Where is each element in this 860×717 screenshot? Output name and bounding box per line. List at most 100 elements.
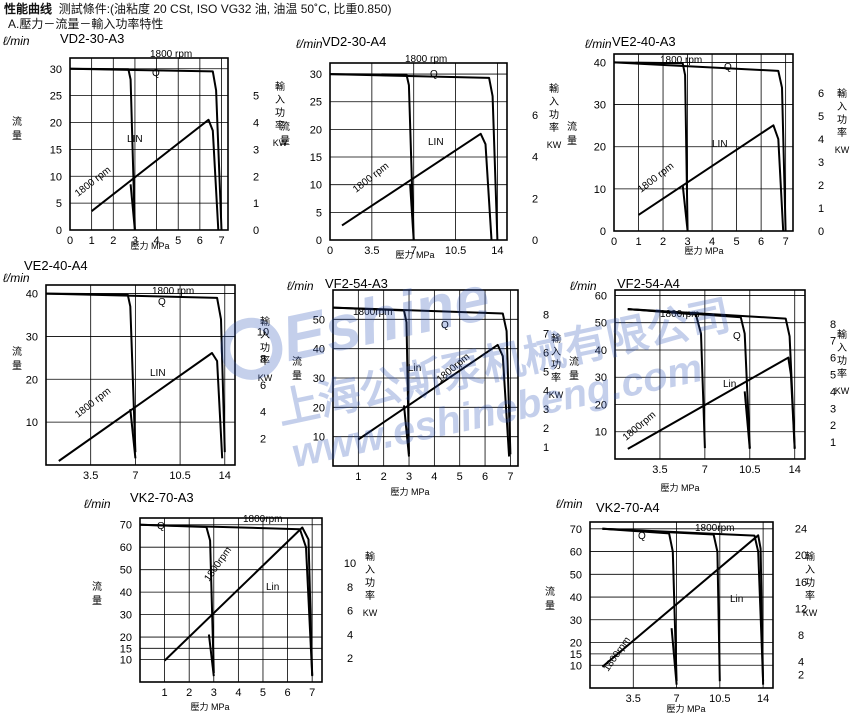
- chart-annotation: Q: [638, 531, 646, 542]
- x-tick-label: 7: [309, 687, 315, 699]
- y-tick-label: 30: [594, 100, 606, 112]
- chart-title: VE2-40-A3: [612, 34, 676, 49]
- power-tick-label: 4: [260, 407, 266, 419]
- x-tick-label: 5: [260, 687, 266, 699]
- power-tick-label: 1: [253, 198, 259, 210]
- plot-frame: [329, 62, 508, 241]
- series-curve: [670, 628, 678, 685]
- chart-annotation: 1800rpm: [353, 307, 392, 318]
- power-tick-label: 12: [795, 603, 807, 615]
- power-axis-name: 入: [837, 343, 847, 354]
- x-tick-label: 2: [110, 235, 116, 247]
- chart-annotation: 1800rpm: [202, 545, 234, 584]
- series-curve: [613, 61, 787, 232]
- y-unit-label: ℓ/min: [296, 37, 323, 51]
- x-tick-label: 10.5: [169, 470, 190, 482]
- power-axis-name: 輸: [837, 328, 847, 341]
- y-tick-label: 0: [56, 225, 62, 237]
- power-axis-name: 率: [551, 371, 561, 384]
- power-tick-label: 6: [543, 347, 549, 359]
- power-unit-label: KW: [835, 145, 850, 155]
- x-tick-label: 7: [783, 236, 789, 248]
- power-axis-name: 功: [549, 109, 559, 121]
- x-tick-label: 7: [702, 464, 708, 476]
- series-curve: [90, 118, 220, 231]
- y-tick-label: 60: [595, 290, 607, 302]
- chart-annotation: 1800rpm: [601, 635, 633, 674]
- y-axis-name: 流: [92, 580, 102, 593]
- y-axis-name: 流: [12, 345, 22, 358]
- power-tick-label: 4: [798, 656, 804, 668]
- y-unit-label: ℓ/min: [84, 497, 111, 511]
- x-tick-label: 3.5: [652, 464, 667, 476]
- power-axis-name: 功: [805, 577, 815, 589]
- y-tick-label: 60: [120, 542, 132, 554]
- chart-annotation: Q: [157, 521, 165, 532]
- y-tick-label: 25: [50, 91, 62, 103]
- chart-annotation: 1800rpm: [695, 523, 734, 534]
- series-curve: [129, 408, 137, 459]
- power-axis-name: 功: [837, 355, 847, 367]
- x-tick-label: 0: [327, 245, 333, 257]
- y-tick-label: 20: [570, 638, 582, 650]
- y-tick-label: 50: [313, 314, 325, 326]
- power-tick-label: 2: [253, 171, 259, 183]
- y-tick-label: 50: [120, 565, 132, 577]
- power-tick-label: 6: [818, 88, 824, 100]
- series-curve: [613, 61, 689, 232]
- series-curve: [45, 292, 226, 453]
- y-tick-label: 15: [50, 144, 62, 156]
- y-axis-name: 流: [545, 585, 555, 598]
- power-tick-label: 8: [830, 319, 836, 331]
- power-tick-label: 2: [543, 423, 549, 435]
- y-axis-name: 流: [280, 120, 290, 133]
- power-tick-label: 4: [830, 386, 836, 398]
- y-axis-name: 量: [569, 370, 579, 382]
- chart-annotation: 1800rpm: [660, 309, 699, 320]
- chart-annotation: 1800 rpm: [660, 55, 702, 66]
- power-tick-label: 7: [830, 336, 836, 348]
- x-tick-label: 6: [197, 235, 203, 247]
- x-axis-label: 壓力 MPa: [666, 703, 705, 714]
- power-axis-name: 率: [275, 119, 285, 132]
- power-axis-name: 入: [260, 330, 270, 341]
- power-axis-name: 入: [365, 565, 375, 576]
- power-tick-label: 8: [260, 353, 266, 365]
- y-tick-label: 70: [120, 520, 132, 532]
- power-axis-name: 率: [837, 367, 847, 380]
- y-tick-label: 30: [313, 373, 325, 385]
- y-axis-name: 量: [567, 135, 577, 147]
- chart-annotation: 1800 rpm: [351, 161, 391, 196]
- y-unit-label: ℓ/min: [3, 271, 30, 285]
- x-tick-label: 7: [218, 235, 224, 247]
- x-axis-label: 壓力 MPa: [190, 701, 229, 712]
- chart-annotation: LIN: [127, 134, 143, 145]
- plot-frame: [45, 284, 236, 466]
- y-tick-label: 30: [570, 615, 582, 627]
- x-axis-label: 壓力 MPa: [130, 240, 169, 251]
- series-curve: [341, 132, 493, 241]
- power-unit-label: KW: [363, 608, 378, 618]
- y-unit-label: ℓ/min: [570, 279, 597, 293]
- power-tick-label: 4: [532, 152, 538, 164]
- x-tick-label: 3: [211, 687, 217, 699]
- power-axis-name: 輸: [551, 332, 561, 345]
- power-tick-label: 1: [543, 442, 549, 454]
- y-tick-label: 40: [26, 289, 38, 301]
- y-tick-label: 5: [56, 198, 62, 210]
- y-tick-label: 30: [26, 331, 38, 343]
- x-tick-label: 1: [355, 471, 361, 483]
- y-tick-label: 5: [316, 207, 322, 219]
- x-tick-label: 2: [660, 236, 666, 248]
- chart-annotation: 1800rpm: [621, 410, 658, 444]
- power-tick-label: 6: [532, 110, 538, 122]
- power-axis-name: 功: [275, 107, 285, 119]
- chart-annotation: 1800 rpm: [73, 165, 113, 200]
- chart-annotation: 1800 rpm: [150, 49, 192, 60]
- power-tick-label: 1: [818, 203, 824, 215]
- series-curve: [357, 343, 511, 457]
- x-tick-label: 6: [482, 471, 488, 483]
- power-unit-label: KW: [835, 386, 850, 396]
- y-axis-name: 流: [12, 115, 22, 128]
